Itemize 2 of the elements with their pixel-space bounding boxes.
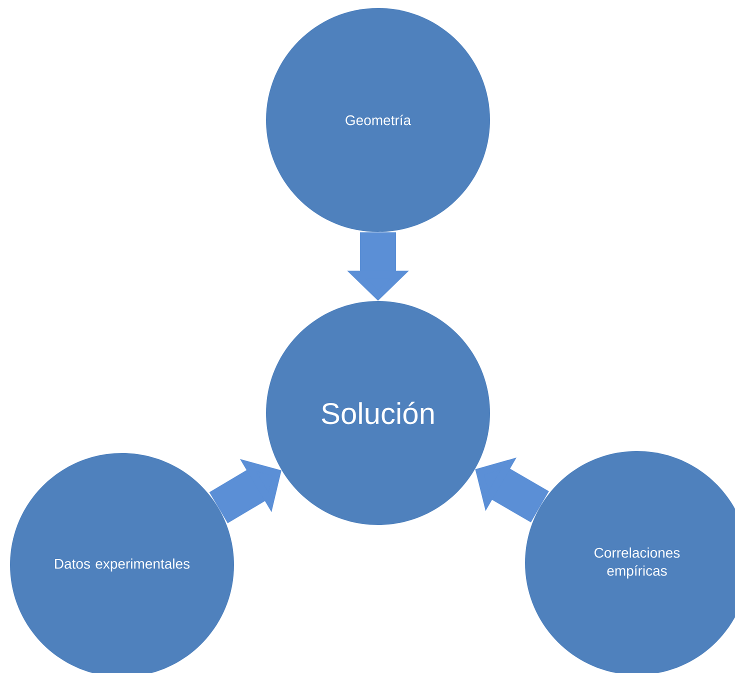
circle-node: Geometría xyxy=(266,8,490,232)
circle-node: Solución xyxy=(266,301,490,525)
